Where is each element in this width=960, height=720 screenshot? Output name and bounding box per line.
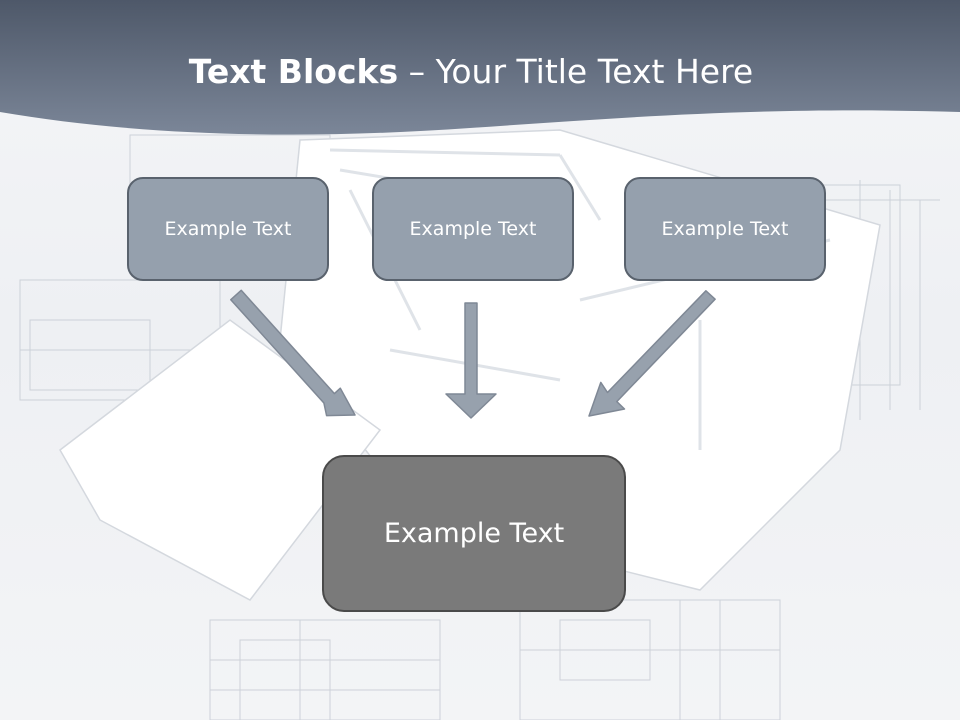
text-block-2-label: Example Text	[409, 218, 537, 240]
output-block-label: Example Text	[383, 518, 565, 549]
text-block-1[interactable]: Example Text	[127, 177, 329, 281]
text-block-3[interactable]: Example Text	[624, 177, 826, 281]
title-bold-part: Text Blocks	[188, 52, 399, 91]
title-dash: –	[398, 52, 436, 91]
title-rest: Your Title Text Here	[435, 52, 754, 91]
text-block-3-label: Example Text	[661, 218, 789, 240]
slide-title: Text Blocks – Your Title Text Here	[0, 52, 942, 91]
text-block-2[interactable]: Example Text	[372, 177, 574, 281]
output-block[interactable]: Example Text	[322, 455, 626, 612]
text-block-1-label: Example Text	[164, 218, 292, 240]
